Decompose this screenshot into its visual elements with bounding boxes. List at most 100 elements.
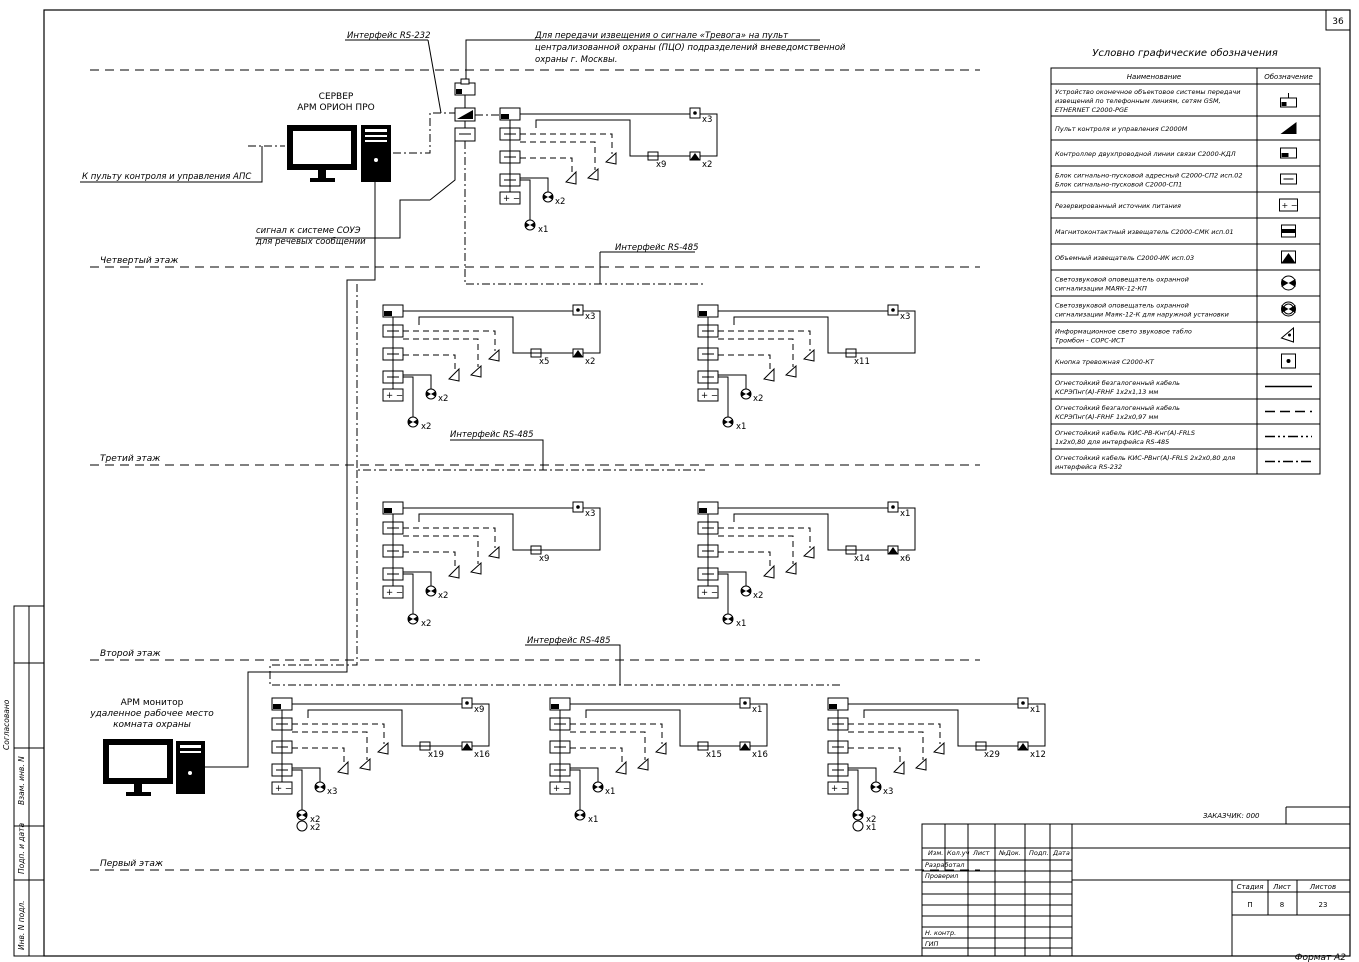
siren-count: x2 bbox=[438, 394, 448, 404]
board-cable-2 bbox=[570, 731, 646, 760]
kt-count: x1 bbox=[1030, 705, 1040, 715]
tb-proveril: Проверил bbox=[925, 872, 958, 880]
tb-data: Дата bbox=[1052, 849, 1070, 857]
siren-cable bbox=[403, 354, 456, 370]
magnetic-contact-icon bbox=[1281, 224, 1296, 238]
kt-count: x3 bbox=[585, 509, 595, 519]
tb-razrab: Разработал bbox=[925, 861, 964, 869]
info-board-icon bbox=[892, 760, 905, 775]
siren-cable-2 bbox=[292, 767, 321, 782]
board-cable-2 bbox=[403, 338, 479, 367]
siren-count: x2 bbox=[753, 394, 763, 404]
info-board-icon bbox=[654, 741, 667, 755]
kt-count: x3 bbox=[900, 312, 910, 322]
svg-text:+ −: + − bbox=[386, 391, 403, 401]
stamp-agreed-label: Согласовано bbox=[2, 699, 11, 750]
svg-text:+ −: + − bbox=[275, 784, 292, 794]
tb-podp: Подп. bbox=[1029, 849, 1049, 857]
info-board-icon bbox=[914, 757, 927, 771]
svg-text:+ −: + − bbox=[386, 588, 403, 598]
legend-row-text: Светозвуковой оповещатель охранной bbox=[1055, 276, 1189, 284]
outdoor-siren-cable bbox=[403, 376, 414, 417]
outdoor-siren-count-2: x2 bbox=[310, 815, 320, 825]
magnetic-count: x9 bbox=[539, 554, 549, 564]
svg-text:+ −: + − bbox=[701, 588, 718, 598]
siren-count: x2 bbox=[753, 591, 763, 601]
ir-count: x12 bbox=[1030, 750, 1046, 760]
arm-label-3: комната охраны bbox=[113, 720, 191, 730]
outdoor-siren-count: x1 bbox=[538, 225, 548, 235]
sheet-frame bbox=[43, 9, 1351, 957]
rs485-label-3: Интерфейс RS-485 bbox=[450, 430, 533, 440]
siren-cable-2 bbox=[520, 177, 549, 192]
info-board-icon bbox=[469, 364, 482, 378]
alarm-note-line3: охраны г. Москвы. bbox=[535, 55, 617, 65]
legend-row-text: ETHERNET С2000-PGE bbox=[1055, 106, 1129, 114]
info-board-icon bbox=[1280, 326, 1294, 343]
outdoor-siren-cable bbox=[403, 573, 414, 614]
legend-row-text: Магнитоконтактный извещатель С2000-СМК и… bbox=[1055, 228, 1234, 236]
svg-text:+ −: + − bbox=[1282, 201, 1298, 210]
power-supply-icon bbox=[382, 585, 404, 599]
power-supply-icon bbox=[697, 585, 719, 599]
ir-count: x2 bbox=[585, 357, 595, 367]
info-board-icon bbox=[784, 561, 797, 575]
rs485-label-4: Интерфейс RS-485 bbox=[615, 243, 698, 253]
outdoor-siren-count-3: x1 bbox=[866, 823, 876, 833]
tb-kol: Кол.уч bbox=[947, 849, 970, 857]
kdl-icon bbox=[1280, 147, 1297, 159]
rs485-trunk-2 bbox=[269, 470, 840, 686]
siren-count: x3 bbox=[327, 787, 337, 797]
board-cable-2 bbox=[292, 731, 368, 760]
info-board-icon bbox=[376, 741, 389, 755]
tb-list: Лист bbox=[972, 849, 990, 857]
zone-loop bbox=[307, 703, 490, 747]
ir-detector-icon bbox=[1281, 250, 1296, 264]
siren-count: x1 bbox=[605, 787, 615, 797]
legend-row bbox=[1050, 448, 1321, 475]
outdoor-siren-cable bbox=[520, 179, 531, 220]
server-label-2: АРМ ОРИОН ПРО bbox=[297, 103, 374, 113]
info-board-icon bbox=[586, 167, 599, 181]
info-board-icon bbox=[802, 545, 815, 559]
magnetic-count: x9 bbox=[656, 160, 666, 170]
zone-loop bbox=[733, 310, 916, 354]
kt-count: x3 bbox=[585, 312, 595, 322]
siren-cable-2 bbox=[718, 374, 747, 389]
board-cable-2 bbox=[848, 731, 924, 760]
power-supply-icon: + − bbox=[1279, 198, 1298, 212]
server-tower-icon bbox=[361, 125, 391, 182]
tb-stadiya-value: П bbox=[1247, 901, 1252, 909]
customer-label: ЗАКАЗЧИК: 000 bbox=[1203, 812, 1260, 820]
zone-loop bbox=[733, 507, 916, 551]
zone-loop bbox=[535, 113, 718, 157]
stamp-inv-label: Инв. N подл. bbox=[17, 900, 26, 950]
siren-cable-2 bbox=[403, 374, 432, 389]
soue-line bbox=[429, 135, 456, 201]
legend-row-text: Огнестойкий кабель КИС-РВ-Кнг(А)-FRLS bbox=[1055, 429, 1195, 437]
tb-list-value: 8 bbox=[1280, 901, 1284, 909]
alarm-note-line2: централизованной охраны (ПЦО) подразделе… bbox=[535, 43, 846, 53]
legend-row-text: Блок сигнально-пусковой адресный С2000-С… bbox=[1055, 172, 1243, 180]
rs232-leader bbox=[427, 39, 442, 114]
board-cable bbox=[718, 527, 811, 548]
outdoor-siren-icon bbox=[1281, 301, 1296, 317]
info-board-icon bbox=[762, 367, 775, 382]
outdoor-siren-cable bbox=[292, 769, 303, 810]
legend-row-text: Резервированный источник питания bbox=[1055, 202, 1181, 210]
tb-listov: Листов bbox=[1309, 883, 1336, 891]
magnetic-count: x19 bbox=[428, 750, 444, 760]
siren-cable bbox=[403, 551, 456, 567]
legend-row-text: КСРЭПнг(А)-FRHF 1х2х0,97 мм bbox=[1055, 413, 1158, 421]
rs232-cable bbox=[393, 112, 456, 154]
stamp-sign-label: Подп. и дата bbox=[17, 823, 26, 874]
power-supply-icon bbox=[827, 781, 849, 795]
zone-loop bbox=[863, 703, 1046, 747]
tb-nkontr: Н. контр. bbox=[925, 929, 956, 937]
outdoor-siren-count: x1 bbox=[736, 619, 746, 629]
tb-izm: Изм. bbox=[928, 849, 943, 857]
arm-label-2: удаленное рабочее место bbox=[89, 709, 214, 719]
